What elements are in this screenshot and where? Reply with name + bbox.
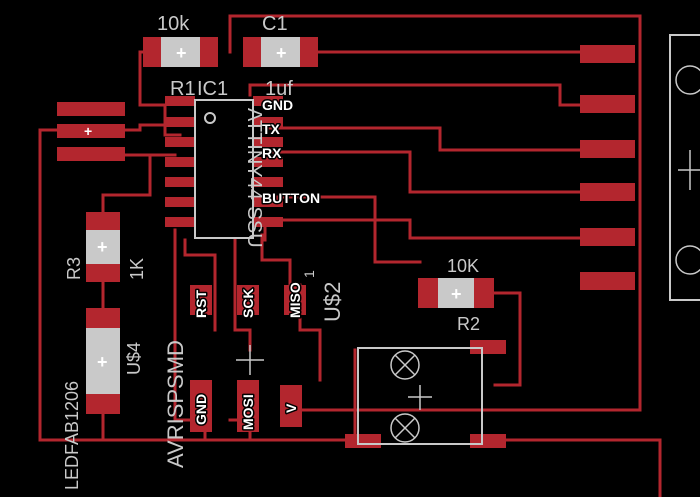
button-outline bbox=[357, 347, 483, 445]
isp-pad-v bbox=[280, 385, 302, 427]
ic-pin-10 bbox=[253, 177, 283, 187]
r2-name: R2 bbox=[457, 314, 480, 334]
isp-pad-mosi bbox=[237, 380, 259, 432]
ic-pin-4 bbox=[165, 157, 195, 167]
r1-pad-right bbox=[198, 37, 218, 67]
r2-body bbox=[438, 278, 474, 308]
ic-name: IC1 bbox=[197, 78, 228, 100]
ic-pin-1 bbox=[165, 96, 195, 106]
r3-value: 1K bbox=[127, 258, 147, 280]
ic-pin-8 bbox=[253, 217, 283, 227]
r2-pad-right bbox=[472, 278, 494, 308]
ic-pin-13 bbox=[253, 117, 283, 127]
ic-pin-2 bbox=[165, 117, 195, 127]
c1-pad-left bbox=[243, 37, 263, 67]
labels: 10k C1 R1 IC1 1uf GND TX RX BUTTON ATTIN… bbox=[62, 13, 480, 490]
c1-name: C1 bbox=[262, 13, 288, 35]
c1-body bbox=[261, 37, 300, 67]
r3-name: R3 bbox=[64, 257, 84, 280]
isp-label-mosi: MOSI bbox=[240, 394, 256, 430]
ftdi-outline bbox=[669, 34, 700, 301]
isp-label-sck: SCK bbox=[240, 288, 256, 318]
button-pin-number: 1 bbox=[301, 270, 317, 278]
ftdi-label-button: BUTTON bbox=[262, 190, 320, 206]
led-marker: + bbox=[97, 352, 108, 372]
ic-pin-12 bbox=[253, 137, 283, 147]
ic-pin-14 bbox=[253, 96, 283, 106]
isp-pad-sck bbox=[237, 285, 259, 315]
led-body bbox=[86, 328, 120, 394]
led-name: U$4 bbox=[124, 342, 144, 375]
ftdi-pad-5 bbox=[580, 228, 635, 246]
left-pad-2 bbox=[57, 124, 125, 138]
r1-name: R1 bbox=[170, 78, 196, 100]
ftdi-label-gnd: GND bbox=[262, 97, 293, 113]
ic-value: ATTINY44-SSU bbox=[243, 108, 265, 248]
left-pad-3 bbox=[57, 147, 125, 161]
ftdi-pad-6 bbox=[580, 272, 635, 290]
isp-pad-gnd bbox=[190, 380, 212, 432]
isp-label-v: V bbox=[283, 403, 299, 413]
ic-pin-5 bbox=[165, 177, 195, 187]
ftdi-label-rx: RX bbox=[262, 145, 282, 161]
copper-pads bbox=[57, 37, 635, 448]
r1-pad-left bbox=[143, 37, 163, 67]
ic-pin1-marker bbox=[204, 112, 216, 124]
button-hole-bottom bbox=[390, 413, 420, 443]
ic-pin-7 bbox=[165, 217, 195, 227]
c1-value: 1uf bbox=[265, 78, 293, 100]
button-name: U$2 bbox=[320, 282, 345, 322]
isp-pad-rst bbox=[190, 285, 212, 315]
isp-label-rst: RST bbox=[193, 290, 209, 318]
r3-pad-top bbox=[86, 212, 120, 232]
isp-label-gnd: GND bbox=[193, 394, 209, 425]
ic-outline bbox=[194, 99, 254, 239]
ic-pin-6 bbox=[165, 197, 195, 207]
led-pad-top bbox=[86, 308, 120, 330]
ic-pin-11 bbox=[253, 157, 283, 167]
button-hole-top bbox=[390, 350, 420, 380]
left-pad-1 bbox=[57, 102, 125, 116]
r1-value: 10k bbox=[157, 13, 190, 35]
c1-pad-right bbox=[298, 37, 318, 67]
button-pad-bl bbox=[345, 434, 381, 448]
r1-marker: + bbox=[176, 43, 187, 63]
led-value: LEDFAB1206 bbox=[62, 381, 82, 490]
r1-body bbox=[161, 37, 200, 67]
r2-marker: + bbox=[451, 284, 462, 304]
isp-name: AVRISPSMD bbox=[163, 340, 188, 468]
led-pad-bottom bbox=[86, 392, 120, 414]
r2-pad-left bbox=[418, 278, 440, 308]
c1-marker: + bbox=[276, 43, 287, 63]
r3-body bbox=[86, 230, 120, 264]
ftdi-pad-2 bbox=[580, 95, 635, 113]
r3-marker: + bbox=[97, 237, 108, 257]
r3-pad-bottom bbox=[86, 262, 120, 282]
silkscreen bbox=[86, 34, 700, 445]
button-pad-br bbox=[470, 434, 506, 448]
ic-pin-9 bbox=[253, 197, 283, 207]
isp-label-miso: MISO bbox=[287, 282, 303, 318]
button-pad-tr bbox=[470, 340, 506, 354]
r2-value: 10K bbox=[447, 256, 479, 276]
copper-traces bbox=[38, 14, 662, 497]
left-pad-marker: + bbox=[84, 123, 92, 139]
ic-pin-3 bbox=[165, 137, 195, 147]
ftdi-pad-3 bbox=[580, 140, 635, 158]
isp-pad-miso bbox=[284, 285, 306, 315]
component-markers: + + + + + + bbox=[84, 43, 462, 372]
ftdi-pad-1 bbox=[580, 45, 635, 63]
ftdi-label-tx: TX bbox=[262, 121, 281, 137]
ftdi-pad-4 bbox=[580, 183, 635, 201]
